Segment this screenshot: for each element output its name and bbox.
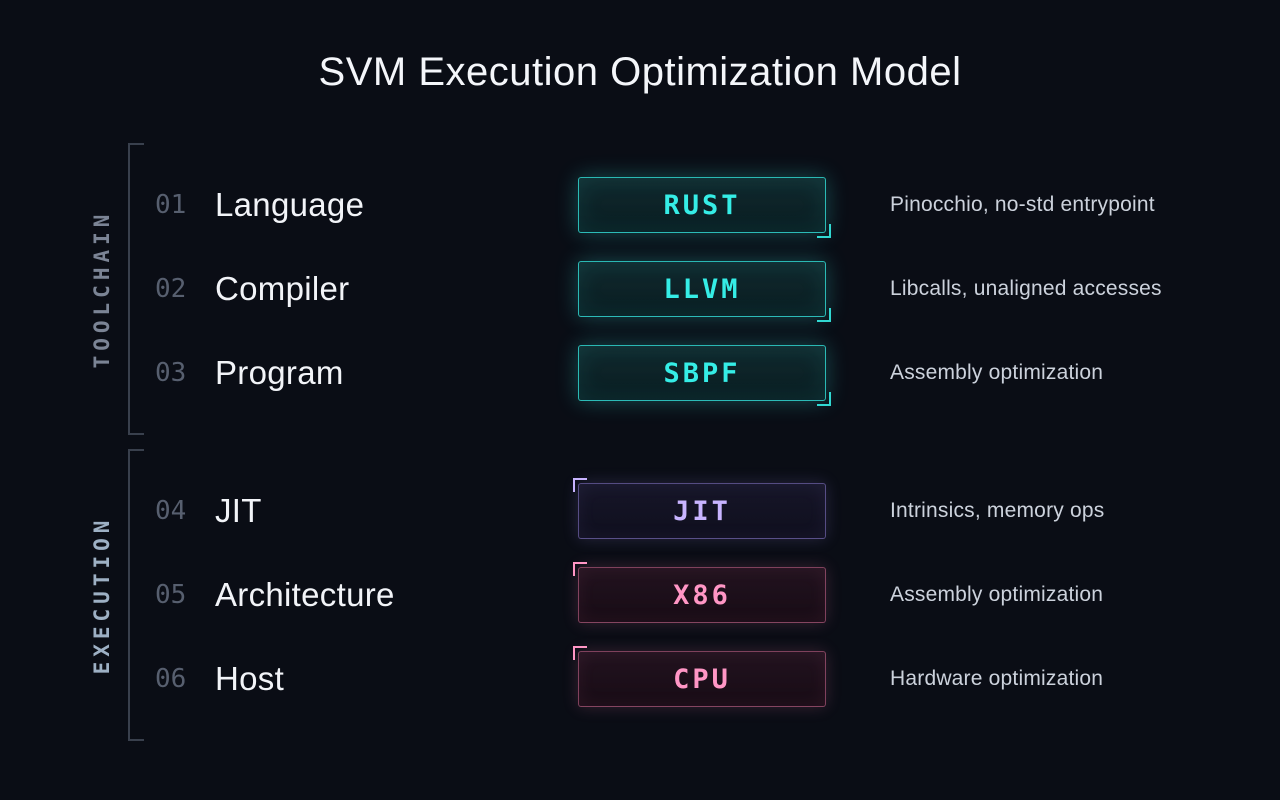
- row-description: Pinocchio, no-std entrypoint: [890, 193, 1155, 216]
- row-number: 03: [155, 358, 187, 388]
- page-title: SVM Execution Optimization Model: [318, 50, 962, 94]
- execution-rows: 04 JIT JIT Intrinsics, memory ops 05 Arc…: [155, 449, 1104, 741]
- row-number: 06: [155, 664, 187, 694]
- toolchain-rows: 01 Language RUST Pinocchio, no-std entry…: [155, 143, 1162, 435]
- row-number: 05: [155, 580, 187, 610]
- group-toolchain: TOOLCHAIN 01 Language RUST Pinocchio, no…: [90, 143, 1280, 435]
- badge-jit: JIT: [573, 478, 826, 539]
- badge-rust: RUST: [578, 177, 831, 238]
- row-label: Program: [215, 354, 344, 391]
- badge-x86: X86: [573, 562, 826, 623]
- row-description: Intrinsics, memory ops: [890, 499, 1105, 522]
- badge-text: SBPF: [663, 357, 741, 389]
- toolchain-bracket: TOOLCHAIN: [90, 143, 144, 435]
- row-architecture: 05 Architecture X86 Assembly optimizatio…: [155, 553, 1104, 637]
- row-jit: 04 JIT JIT Intrinsics, memory ops: [155, 469, 1104, 553]
- row-label: Language: [215, 186, 365, 223]
- row-description: Libcalls, unaligned accesses: [890, 277, 1162, 300]
- row-number: 01: [155, 190, 187, 220]
- row-description: Assembly optimization: [890, 361, 1104, 384]
- badge-text: JIT: [673, 495, 731, 527]
- diagram-content: TOOLCHAIN 01 Language RUST Pinocchio, no…: [90, 143, 1280, 741]
- badge-cpu: CPU: [573, 646, 826, 707]
- row-label: Architecture: [215, 576, 395, 613]
- row-program: 03 Program SBPF Assembly optimization: [155, 331, 1162, 415]
- badge-text: CPU: [673, 663, 731, 695]
- badge-text: LLVM: [663, 273, 741, 305]
- row-label: Compiler: [215, 270, 350, 307]
- row-description: Hardware optimization: [890, 667, 1104, 690]
- diagram-page: SVM Execution Optimization Model TOOLCHA…: [90, 50, 1280, 741]
- row-number: 04: [155, 496, 187, 526]
- toolchain-group-label: TOOLCHAIN: [90, 209, 114, 369]
- row-description: Assembly optimization: [890, 583, 1104, 606]
- row-label: Host: [215, 660, 285, 697]
- badge-text: X86: [673, 579, 731, 611]
- badge-sbpf: SBPF: [578, 345, 831, 406]
- badge-text: RUST: [663, 189, 741, 221]
- badge-llvm: LLVM: [578, 261, 831, 322]
- execution-group-label: EXECUTION: [90, 515, 114, 675]
- row-language: 01 Language RUST Pinocchio, no-std entry…: [155, 163, 1162, 247]
- row-compiler: 02 Compiler LLVM Libcalls, unaligned acc…: [155, 247, 1162, 331]
- execution-bracket: EXECUTION: [90, 449, 144, 741]
- group-execution: EXECUTION 04 JIT JIT Intrinsics, memory …: [90, 449, 1280, 741]
- row-number: 02: [155, 274, 187, 304]
- row-label: JIT: [215, 492, 262, 529]
- row-host: 06 Host CPU Hardware optimization: [155, 637, 1104, 721]
